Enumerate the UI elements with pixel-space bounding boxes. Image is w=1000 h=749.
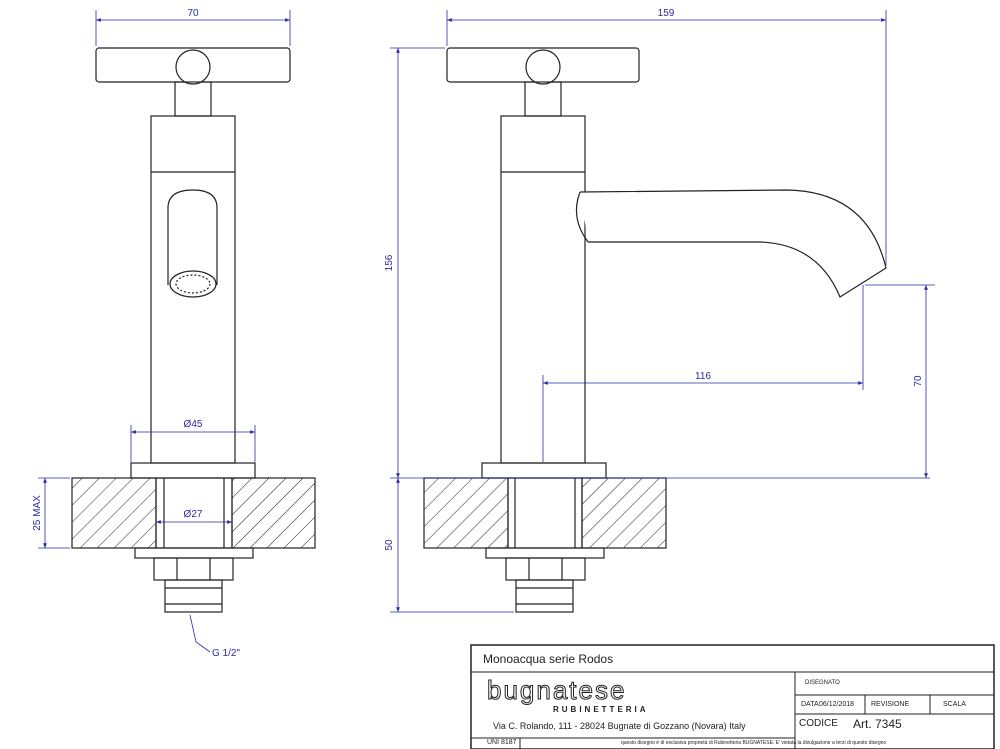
scale-label: SCALA bbox=[943, 701, 966, 708]
front-view bbox=[71, 47, 316, 613]
disclaimer: questo disegno è di esclusiva proprietà … bbox=[621, 740, 887, 746]
side-dimension-texts: 159 156 116 70 50 bbox=[384, 8, 924, 551]
title-block-frame bbox=[470, 644, 995, 749]
dim-front-diameter-hole: Ø27 bbox=[184, 509, 203, 520]
dim-front-max-thickness: 25 MAX bbox=[32, 495, 43, 531]
front-thread bbox=[164, 579, 223, 613]
dim-front-diameter-body: Ø45 bbox=[184, 419, 203, 430]
code-label: CODICE bbox=[799, 718, 838, 729]
dim-side-spout-height: 70 bbox=[913, 375, 924, 387]
brand-subtitle: RUBINETTERIA bbox=[553, 705, 649, 714]
front-stem bbox=[174, 81, 212, 117]
front-body bbox=[150, 115, 236, 464]
revision-label: REVISIONE bbox=[871, 701, 910, 708]
side-stem bbox=[524, 81, 562, 117]
front-dimensions bbox=[38, 10, 291, 653]
front-countertop-right bbox=[231, 477, 316, 549]
drawn-label: DISEGNATO bbox=[805, 680, 840, 686]
front-base-flange bbox=[130, 462, 256, 479]
side-base-flange bbox=[481, 462, 607, 479]
side-spout bbox=[579, 189, 887, 298]
side-thread bbox=[515, 579, 574, 613]
side-washer bbox=[485, 547, 605, 559]
side-handle-knob bbox=[525, 49, 561, 85]
brand-logo: bugnatese bbox=[486, 675, 627, 706]
front-washer bbox=[134, 547, 254, 559]
front-aerator bbox=[169, 270, 217, 298]
date-label: DATA bbox=[801, 701, 819, 708]
dim-front-width: 70 bbox=[187, 8, 199, 19]
dim-side-spout-reach: 116 bbox=[695, 371, 711, 382]
title-block: Monoacqua serie Rodos bugnatese RUBINETT… bbox=[471, 645, 994, 749]
dim-side-length: 159 bbox=[658, 8, 675, 19]
code-value: Art. 7345 bbox=[853, 717, 902, 731]
side-countertop-right bbox=[581, 477, 667, 549]
company-address: Via C. Rolando, 111 - 28024 Bugnate di G… bbox=[493, 721, 746, 731]
front-countertop-left bbox=[71, 477, 157, 549]
dim-side-below-deck: 50 bbox=[384, 539, 395, 551]
dim-front-thread: G 1/2" bbox=[212, 648, 240, 659]
side-view bbox=[423, 47, 887, 613]
product-name: Monoacqua serie Rodos bbox=[483, 652, 614, 666]
dim-side-height: 156 bbox=[384, 254, 395, 271]
front-handle-knob bbox=[175, 49, 211, 85]
side-dimensions bbox=[390, 10, 935, 613]
side-countertop-left bbox=[423, 477, 509, 549]
side-nut bbox=[505, 557, 586, 581]
front-dimension-texts: 70 Ø45 Ø27 G 1/2" 25 MAX bbox=[32, 8, 240, 659]
date-value: 06/12/2018 bbox=[819, 701, 855, 708]
standard-code: UNI 8187 bbox=[487, 739, 517, 746]
front-outlet-slot bbox=[167, 189, 218, 285]
front-nut bbox=[153, 557, 234, 581]
